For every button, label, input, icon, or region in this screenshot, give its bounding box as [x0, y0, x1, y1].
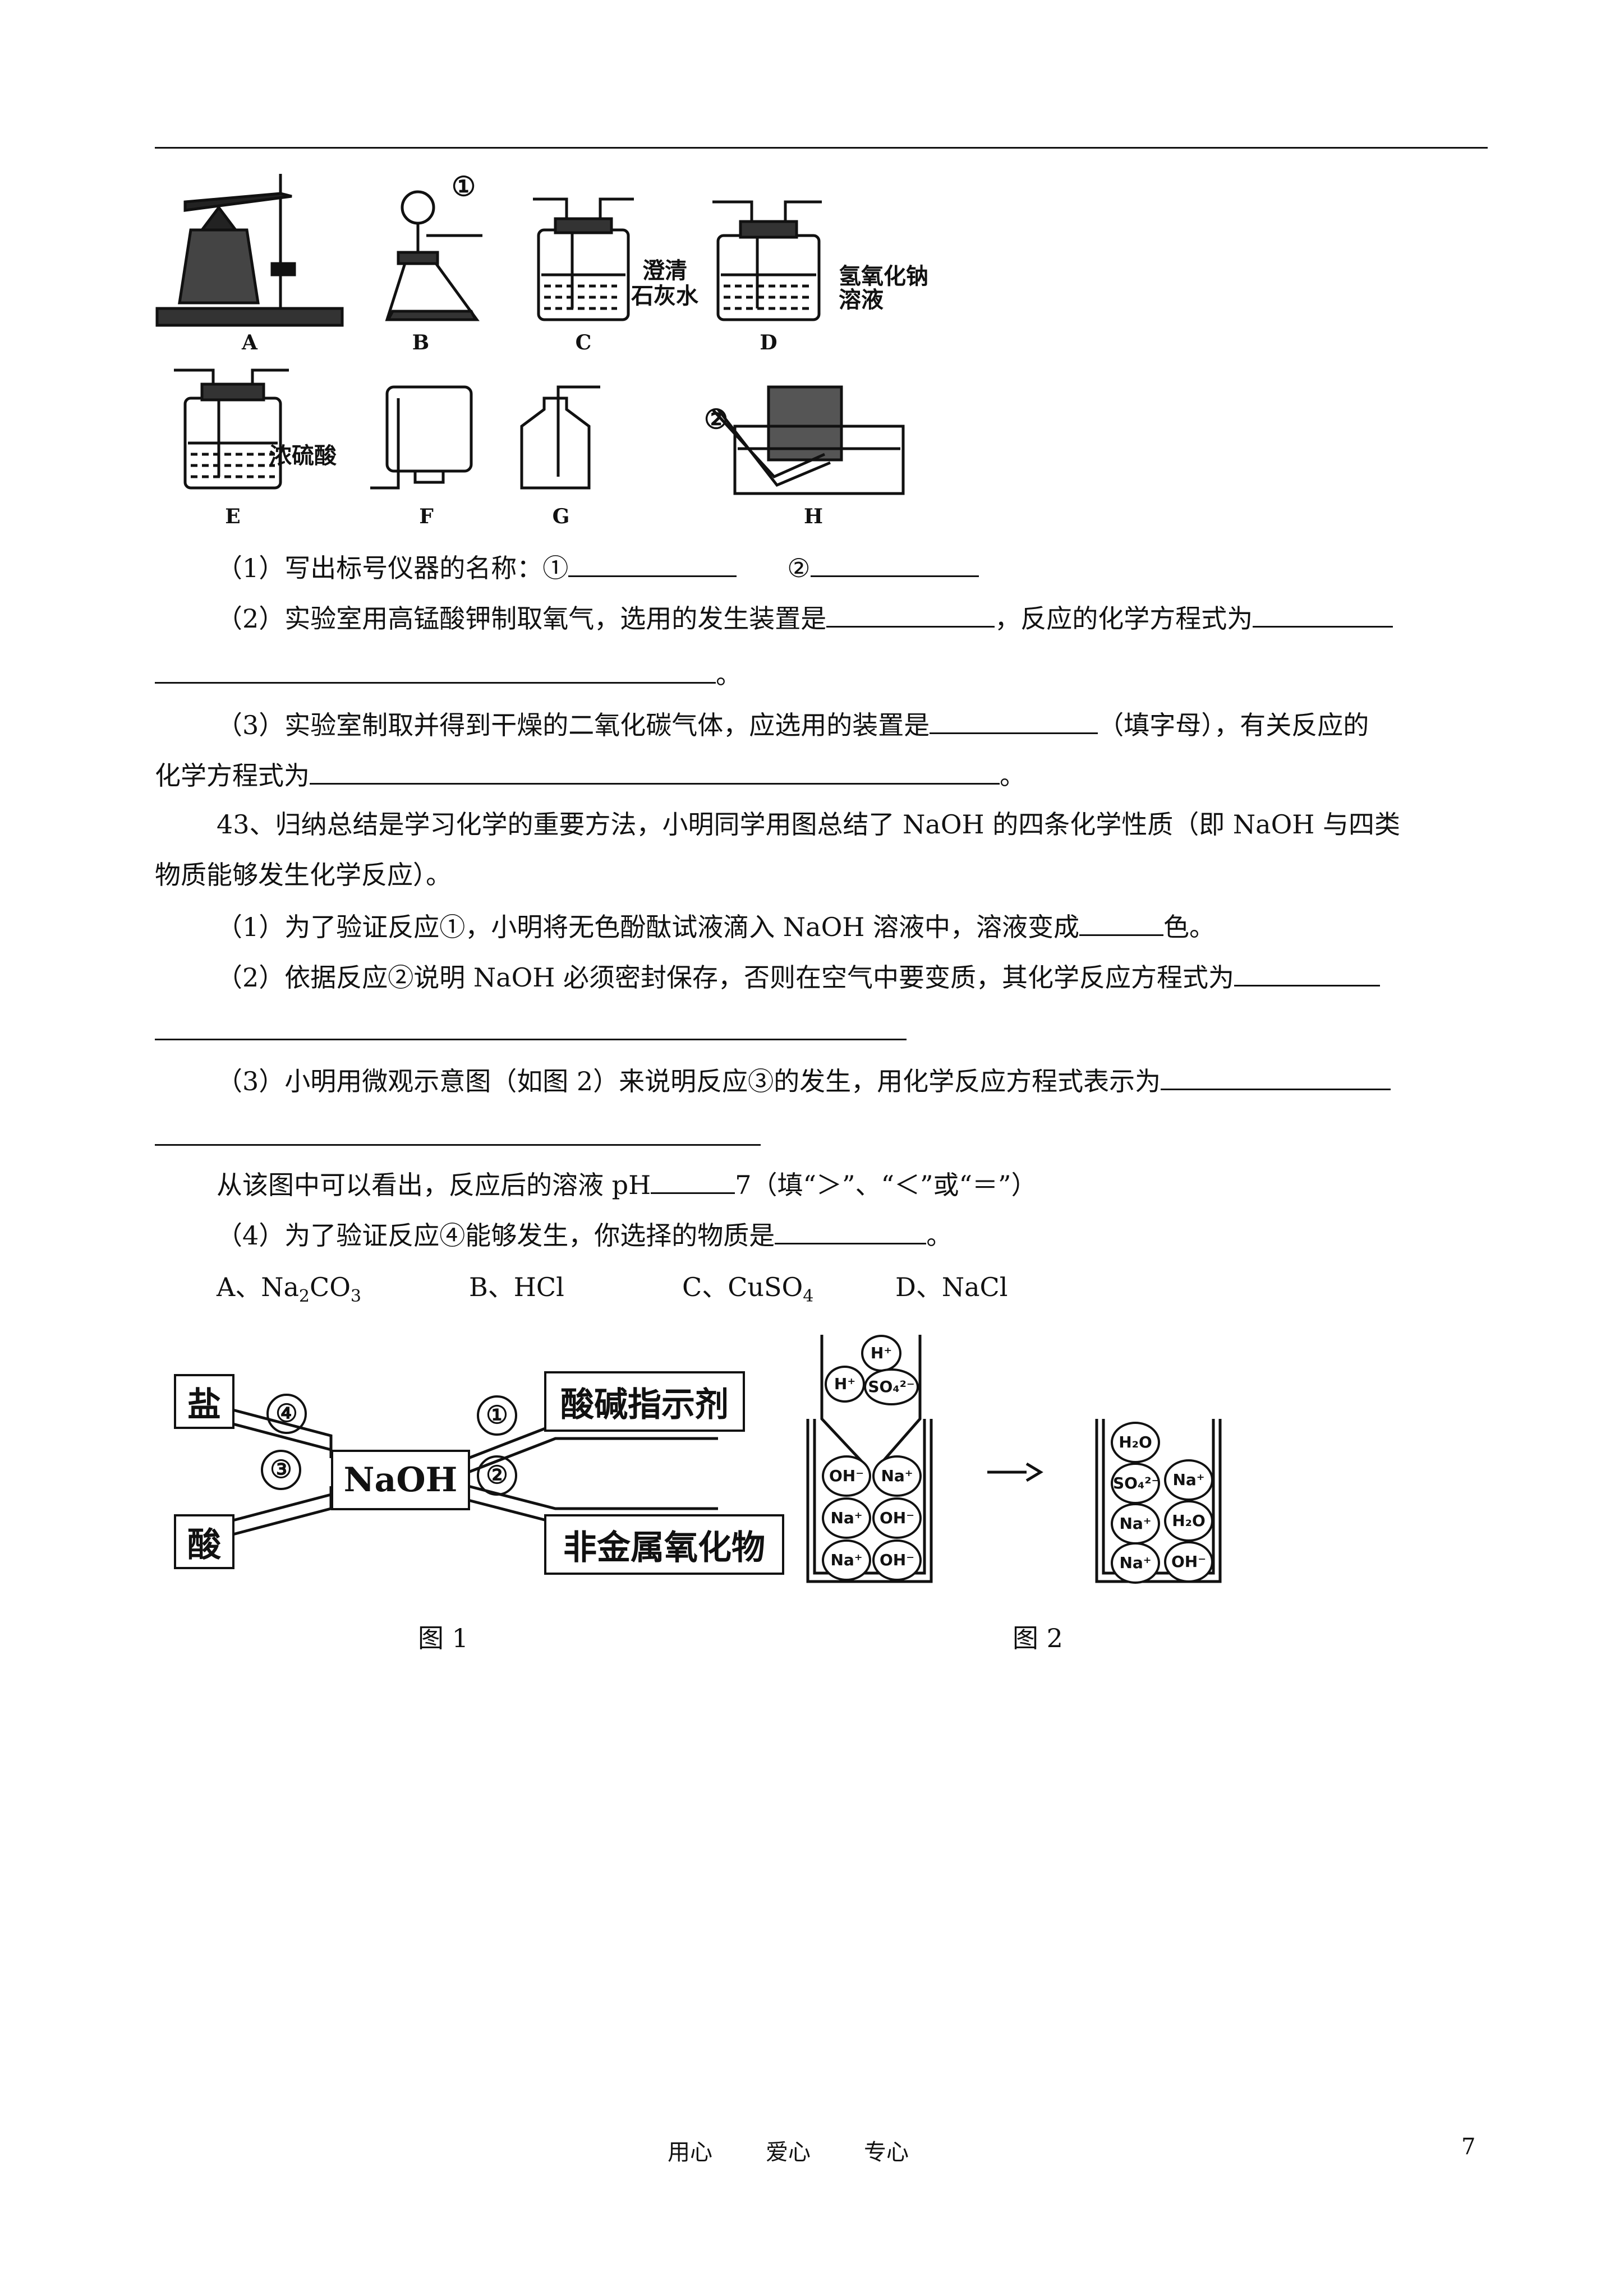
q42-part2: （2）实验室用高锰酸钾制取氧气，选用的发生装置是，反应的化学方程式为	[217, 600, 1549, 635]
label-d: D	[760, 331, 778, 354]
box-naoh: NaOH	[331, 1450, 470, 1510]
molecule-h2o: H₂O	[1164, 1500, 1213, 1542]
answer-blank[interactable]	[810, 550, 979, 577]
apparatus-d	[712, 200, 822, 321]
apparatus-f	[370, 385, 473, 490]
ion-so4: SO₄²⁻	[1111, 1463, 1160, 1504]
apparatus-e	[174, 368, 289, 490]
option-d[interactable]: D、NaCl	[895, 1272, 1008, 1302]
q43-intro-2: 物质能够发生化学反应）。	[155, 860, 452, 890]
ion-na: Na⁺	[822, 1497, 871, 1539]
answer-blank[interactable]	[155, 1144, 761, 1146]
apparatus-h	[711, 385, 905, 495]
ion-na: Na⁺	[1111, 1503, 1160, 1545]
q43-part3: （3）小明用微观示意图（如图 2）来说明反应③的发生，用化学反应方程式表示为	[217, 1063, 1549, 1098]
ion-na: Na⁺	[872, 1455, 922, 1497]
box-acid: 酸	[174, 1514, 234, 1569]
answer-blank[interactable]	[155, 656, 716, 684]
apparatus-g	[520, 385, 600, 490]
ion-h: H⁺	[861, 1335, 901, 1372]
answer-blank[interactable]	[1079, 909, 1164, 936]
label-g: G	[552, 505, 570, 528]
label-limewater-1: 澄清	[642, 257, 687, 284]
label-e: E	[225, 505, 241, 528]
marker-1: ①	[452, 171, 476, 202]
apparatus-a	[155, 174, 344, 327]
page-number: 7	[1461, 2134, 1476, 2160]
reaction-3-marker: ③	[261, 1450, 301, 1490]
ion-oh: OH⁻	[872, 1497, 922, 1539]
marker-2: ②	[704, 404, 729, 435]
box-nonmetal-oxide: 非金属氧化物	[544, 1514, 784, 1575]
figure-1: 盐 酸 NaOH 酸碱指示剂 非金属氧化物 ④ ③ ① ②	[163, 1346, 791, 1604]
answer-blank[interactable]	[310, 757, 1000, 785]
apparatus-drawing	[155, 174, 905, 495]
reaction-1-marker: ①	[477, 1395, 517, 1436]
q42-part3-continued: 化学方程式为。	[155, 757, 1488, 792]
figure-2-caption: 图 2	[1013, 1623, 1063, 1653]
box-acid-base-indicator: 酸碱指示剂	[544, 1371, 745, 1432]
q42-part2-continued: 。	[155, 656, 1488, 691]
label-naoh-1: 氢氧化钠	[839, 263, 928, 289]
apparatus-b	[385, 190, 482, 321]
answer-blank[interactable]	[1234, 959, 1381, 986]
reaction-4-marker: ④	[266, 1394, 307, 1434]
q43-part2: （2）依据反应②说明 NaOH 必须密封保存，否则在空气中要变质，其化学反应方程…	[217, 959, 1549, 994]
ion-na: Na⁺	[822, 1539, 871, 1581]
label-limewater-2: 石灰水	[631, 283, 698, 309]
q43-part1: （1）为了验证反应①，小明将无色酚酞试液滴入 NaOH 溶液中，溶液变成色。	[217, 909, 1549, 944]
footer-slogan-1: 用心	[668, 2140, 712, 2165]
answer-blank[interactable]	[930, 707, 1098, 734]
box-salt: 盐	[174, 1374, 234, 1429]
answer-blank[interactable]	[1161, 1063, 1391, 1090]
answer-blank[interactable]	[568, 550, 737, 577]
footer-slogan-3: 专心	[864, 2140, 909, 2165]
ion-na: Na⁺	[1164, 1459, 1213, 1501]
apparatus-figure: A B C D E F G H ① ② 澄清 石灰水 氢氧化钠 溶液 浓硫酸	[151, 163, 1004, 544]
reaction-2-marker: ②	[477, 1455, 517, 1496]
answer-blank[interactable]	[651, 1167, 735, 1194]
ion-h: H⁺	[825, 1366, 865, 1403]
answer-blank[interactable]	[775, 1217, 927, 1244]
ion-na: Na⁺	[1111, 1542, 1160, 1584]
label-b: B	[412, 331, 430, 354]
ion-oh: OH⁻	[822, 1455, 871, 1497]
molecule-h2o: H₂O	[1111, 1422, 1160, 1463]
label-c: C	[575, 331, 592, 354]
figure-2: H⁺ H⁺ SO₄²⁻ OH⁻ Na⁺ Na⁺ OH⁻ Na⁺ OH⁻ H₂O …	[802, 1335, 1251, 1593]
figure-2-drawing	[806, 1335, 1222, 1583]
q43-options: A、Na2CO3 B、HCl C、CuSO4 D、NaCl	[217, 1270, 1549, 1313]
label-h: H	[803, 505, 823, 528]
answer-blank[interactable]	[826, 600, 995, 628]
ion-oh: OH⁻	[1164, 1541, 1213, 1583]
footer-slogan-2: 爱心	[766, 2140, 811, 2165]
label-f: F	[419, 505, 434, 528]
label-sulfuric-acid: 浓硫酸	[269, 442, 337, 469]
q43-part4: （4）为了验证反应④能够发生，你选择的物质是。	[217, 1217, 1549, 1252]
answer-blank[interactable]	[155, 1039, 907, 1040]
q42-part3: （3）实验室制取并得到干燥的二氧化碳气体，应选用的装置是（填字母），有关反应的	[217, 707, 1549, 742]
label-a: A	[242, 331, 257, 354]
answer-blank[interactable]	[1253, 600, 1393, 628]
option-b[interactable]: B、HCl	[469, 1272, 564, 1302]
q43-intro-1: 43、归纳总结是学习化学的重要方法，小明同学用图总结了 NaOH 的四条化学性质…	[217, 809, 1401, 840]
apparatus-c	[533, 197, 634, 321]
header-rule	[155, 147, 1488, 149]
figure-1-caption: 图 1	[418, 1623, 468, 1653]
ion-oh: OH⁻	[872, 1539, 922, 1581]
option-a[interactable]: A、Na2CO3	[217, 1272, 362, 1307]
label-naoh-2: 溶液	[839, 287, 884, 313]
ion-so4: SO₄²⁻	[864, 1368, 919, 1405]
option-c[interactable]: C、CuSO4	[682, 1272, 814, 1307]
